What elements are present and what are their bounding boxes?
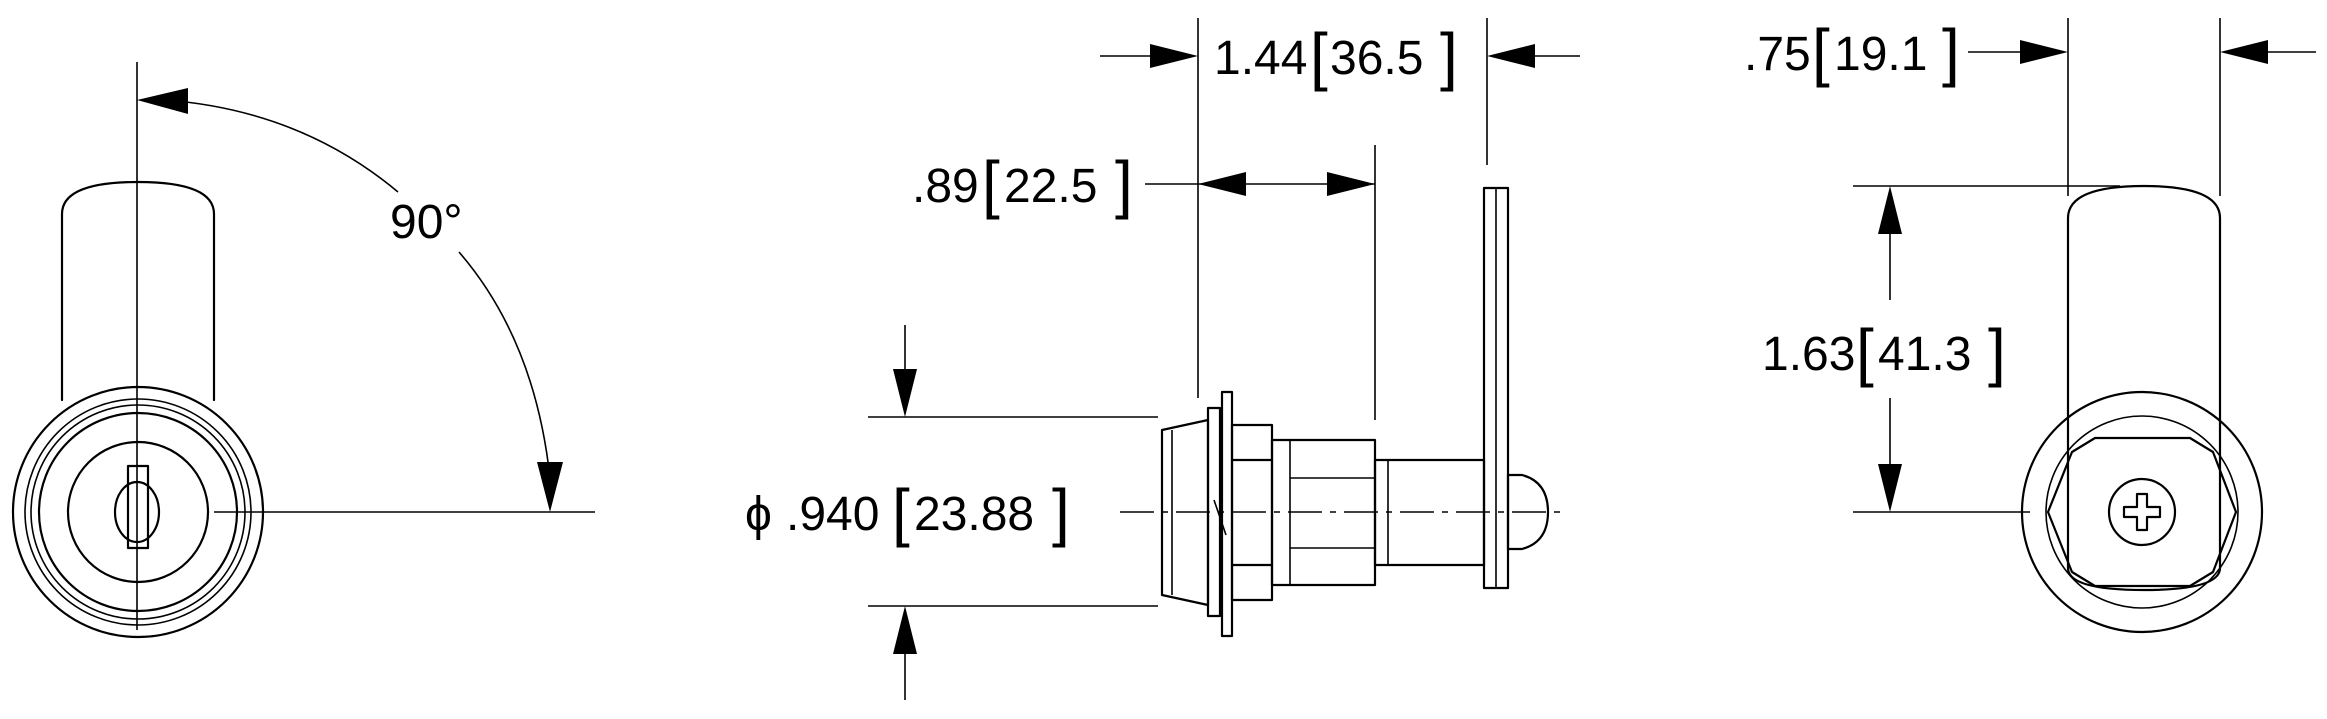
front-angle-arrow-right xyxy=(537,462,563,512)
side-dim-89-close: ] xyxy=(1115,148,1133,220)
side-dim-dia-mm: 23.88 xyxy=(914,488,1034,541)
side-dim-1-44-arrow-right xyxy=(1487,44,1535,68)
side-washer-2 xyxy=(1220,390,1234,638)
rear-dim-163-inch: 1.63 xyxy=(1762,328,1855,381)
rear-dim-75-open: [ xyxy=(1812,16,1830,88)
rear-inner-ring xyxy=(2045,415,2239,609)
rear-screw-head xyxy=(2107,477,2177,547)
side-dim-89-open: [ xyxy=(982,148,1000,220)
front-view: 90° xyxy=(11,62,595,639)
side-dim-89-arrow-left xyxy=(1198,172,1246,196)
rear-dim-75-arrow-right xyxy=(2220,40,2268,64)
rear-dim-163-open: [ xyxy=(1856,316,1874,388)
side-view: 1.44 [ 36.5 ] .89 [ 22.5 ] ϕ .940 [ 23.8… xyxy=(745,18,1580,700)
front-plug-face xyxy=(66,440,210,584)
front-angle-arc-upper xyxy=(164,99,399,193)
rear-dim-163-arrow-top xyxy=(1878,186,1902,234)
side-dim-1-44-inch: 1.44 xyxy=(1214,32,1307,85)
rear-dim-75-close: ] xyxy=(1942,16,1960,88)
side-dim-dia-inch: .940 xyxy=(786,488,879,541)
side-screw-head xyxy=(1506,473,1550,551)
side-dim-89-arrow-right xyxy=(1327,172,1375,196)
side-dim-89-inch: .89 xyxy=(912,160,979,213)
rear-dim-163-close: ] xyxy=(1988,316,2006,388)
side-washer-detail xyxy=(1213,499,1227,536)
rear-dim-75-arrow-left xyxy=(2020,40,2068,64)
rear-dim-163-arrow-bottom xyxy=(1878,464,1902,512)
front-angle-arc-lower xyxy=(458,251,551,479)
side-dim-1-44-arrow-left xyxy=(1150,44,1198,68)
side-dim-dia-close: ] xyxy=(1052,476,1070,548)
side-dim-1-44-mm: 36.5 xyxy=(1330,32,1423,85)
side-body xyxy=(1270,438,1377,587)
rear-dim-163-mm: 41.3 xyxy=(1878,328,1971,381)
front-cam-outline xyxy=(60,180,216,402)
rear-hex-nut xyxy=(2046,436,2238,588)
front-keyway-slot xyxy=(126,464,150,550)
side-dim-dia-arrow-bottom xyxy=(893,606,917,654)
side-dim-1-44-open: [ xyxy=(1310,20,1328,92)
rear-dim-75-inch: .75 xyxy=(1744,28,1811,81)
rear-dim-75-mm: 19.1 xyxy=(1834,28,1927,81)
side-dim-dia-arrow-top xyxy=(893,369,917,417)
side-dim-dia-symbol: ϕ xyxy=(745,488,772,541)
rear-view: .75 [ 19.1 ] 1.63 [ 41.3 ] xyxy=(1744,16,2316,634)
front-angle-arrow-top xyxy=(137,88,188,114)
rear-cam-outline xyxy=(2066,184,2222,592)
side-dim-dia-open: [ xyxy=(892,476,910,548)
side-dim-1-44-close: ] xyxy=(1440,20,1458,92)
side-nut xyxy=(1230,423,1274,602)
front-angle-label: 90° xyxy=(390,196,463,249)
rear-screw-slot xyxy=(2122,492,2162,532)
front-ring-3 xyxy=(30,404,246,620)
side-dim-89-mm: 22.5 xyxy=(1004,160,1097,213)
rear-outer-ring xyxy=(2020,390,2264,634)
